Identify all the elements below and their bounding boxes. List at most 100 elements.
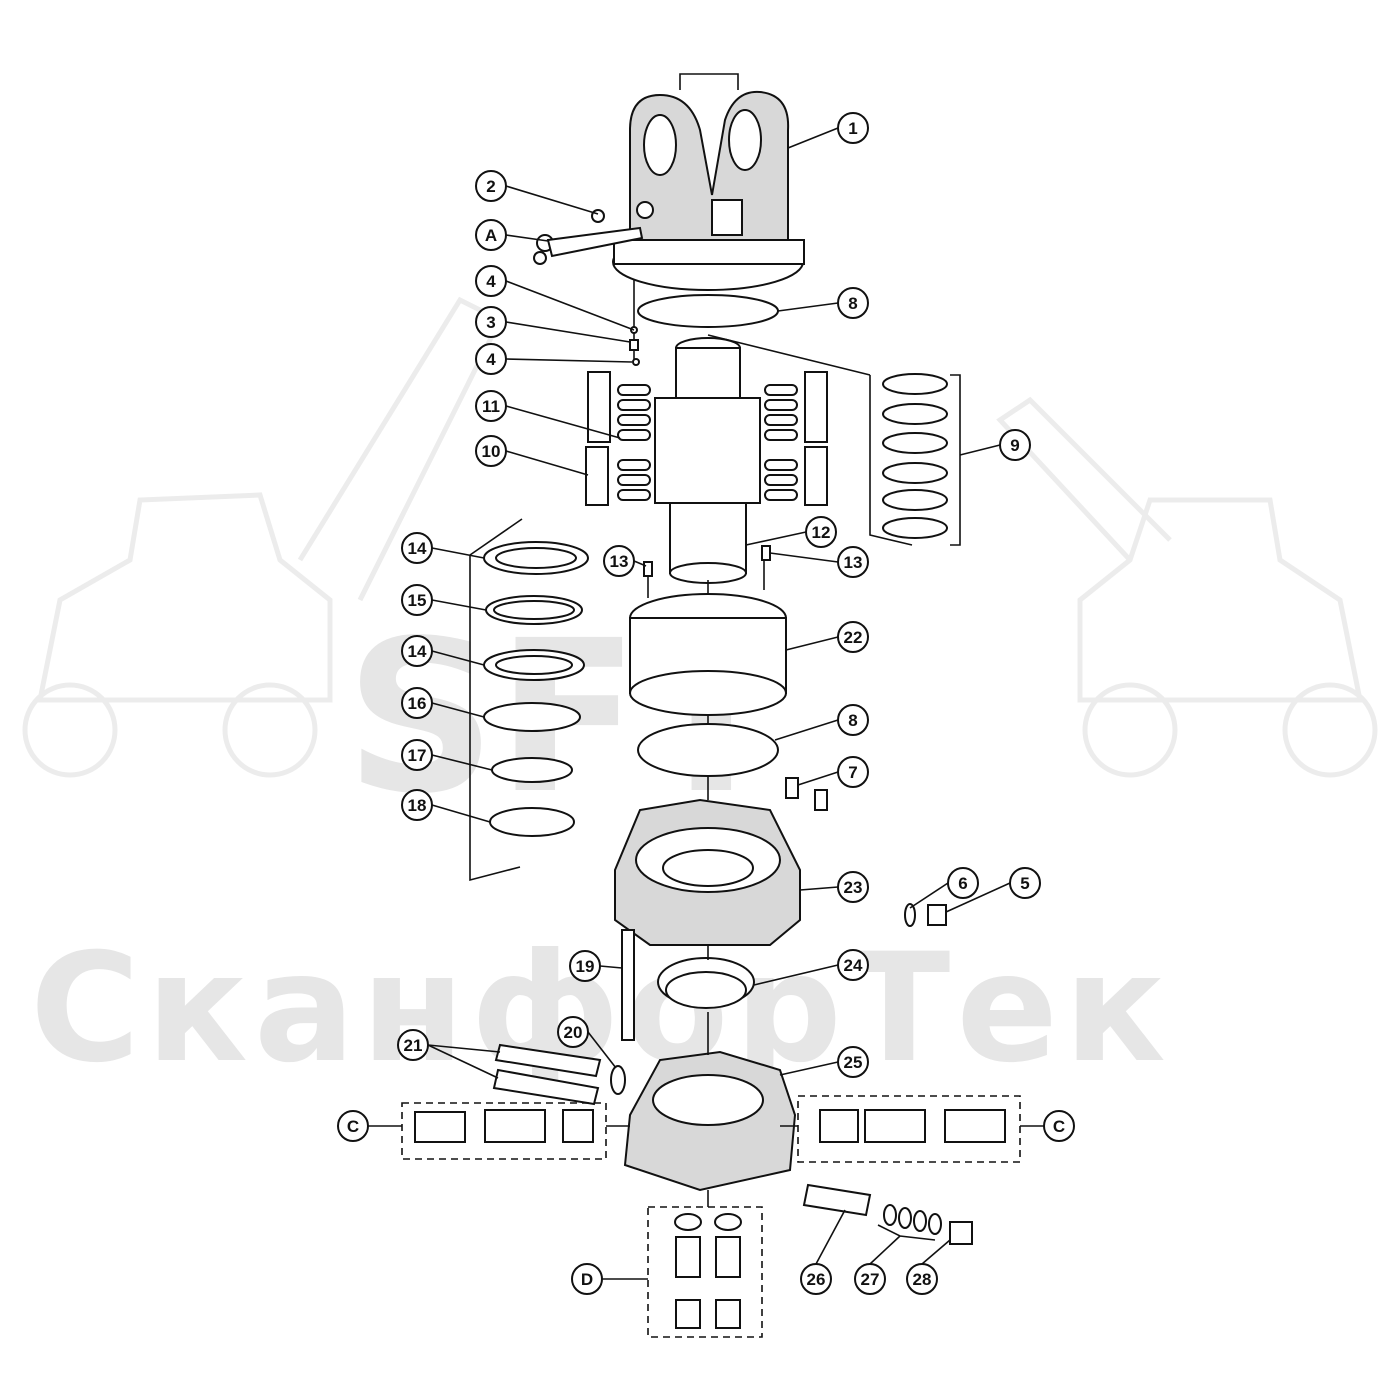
part-lower-housing [623, 1050, 797, 1192]
callout-22: 22 [837, 621, 869, 653]
part-rings-27 [883, 1204, 942, 1235]
svg-text:14: 14 [408, 539, 427, 558]
svg-text:28: 28 [913, 1270, 932, 1289]
callout-10: 10 [475, 435, 507, 467]
callout-26: 26 [800, 1263, 832, 1295]
part-group-c-right [780, 1095, 1021, 1163]
svg-text:19: 19 [576, 957, 595, 976]
svg-text:13: 13 [844, 553, 863, 572]
part-nut-28 [949, 1221, 973, 1245]
callout-15: 15 [401, 584, 433, 616]
callout-19: 19 [569, 950, 601, 982]
callout-a: A [475, 219, 507, 251]
svg-text:26: 26 [807, 1270, 826, 1289]
part-fitting-a [533, 209, 644, 265]
svg-text:8: 8 [848, 711, 857, 730]
watermark-text: СканфорТек [30, 922, 1172, 1096]
callout-24: 24 [837, 949, 869, 981]
callout-27: 27 [854, 1263, 886, 1295]
callout-9: 9 [999, 429, 1031, 461]
part-group-d [647, 1206, 763, 1338]
svg-text:C: C [347, 1117, 359, 1136]
callout-1: 1 [837, 112, 869, 144]
callout-25: 25 [837, 1046, 869, 1078]
part-washer-6 [904, 903, 916, 927]
svg-text:2: 2 [486, 177, 495, 196]
callout-2: 2 [475, 170, 507, 202]
part-plug-7b [814, 789, 828, 811]
callout-16: 16 [401, 687, 433, 719]
svg-text:22: 22 [844, 628, 863, 647]
svg-text:18: 18 [408, 796, 427, 815]
svg-text:21: 21 [404, 1036, 423, 1055]
callout-12: 12 [805, 516, 837, 548]
callout-14-lower: 14 [401, 635, 433, 667]
callout-28: 28 [906, 1263, 938, 1295]
svg-text:1: 1 [848, 119, 857, 138]
callout-8-lower: 8 [837, 704, 869, 736]
svg-text:17: 17 [408, 746, 427, 765]
svg-text:C: C [1053, 1117, 1065, 1136]
svg-text:10: 10 [482, 442, 501, 461]
callout-13-left: 13 [603, 545, 635, 577]
svg-text:7: 7 [848, 763, 857, 782]
svg-text:5: 5 [1020, 874, 1029, 893]
callout-18: 18 [401, 789, 433, 821]
part-bearing-ring [657, 957, 755, 1009]
svg-text:4: 4 [486, 272, 496, 291]
svg-text:9: 9 [1010, 436, 1019, 455]
svg-text:13: 13 [610, 552, 629, 571]
callout-14-upper: 14 [401, 532, 433, 564]
leader-lines [368, 127, 1044, 1280]
svg-text:D: D [581, 1270, 593, 1289]
callout-20: 20 [557, 1016, 589, 1048]
callout-4-lower: 4 [475, 343, 507, 375]
svg-text:14: 14 [408, 642, 427, 661]
callout-5: 5 [1009, 867, 1041, 899]
part-plug-7a [785, 777, 799, 799]
svg-text:11: 11 [482, 397, 500, 416]
part-oring-top [637, 294, 779, 328]
part-pin-left [643, 561, 653, 577]
callout-4-upper: 4 [475, 265, 507, 297]
svg-text:25: 25 [844, 1053, 863, 1072]
part-group-c-left [401, 1102, 630, 1160]
part-tube-26 [802, 1183, 872, 1217]
part-bolts-21 [492, 1043, 626, 1106]
svg-text:8: 8 [848, 294, 857, 313]
part-springs-left [585, 371, 651, 506]
callout-21: 21 [397, 1029, 429, 1061]
watermark-machines [22, 296, 1378, 778]
callout-23: 23 [837, 871, 869, 903]
part-top-bracket [612, 73, 805, 291]
part-pin-right [761, 545, 771, 561]
svg-text:4: 4 [486, 350, 496, 369]
part-bolt-19 [621, 929, 635, 1041]
callout-c-right: C [1043, 1110, 1075, 1142]
part-center-shaft [654, 337, 761, 584]
svg-text:A: A [485, 226, 497, 245]
part-housing [614, 798, 801, 946]
callout-8-upper: 8 [837, 287, 869, 319]
callout-13-right: 13 [837, 546, 869, 578]
svg-text:6: 6 [958, 874, 967, 893]
svg-text:23: 23 [844, 878, 863, 897]
callout-c-left: C [337, 1110, 369, 1142]
callout-6: 6 [947, 867, 979, 899]
callout-3: 3 [475, 306, 507, 338]
part-springs-right [764, 371, 828, 506]
part-oring-lower [637, 723, 779, 777]
svg-text:24: 24 [844, 956, 863, 975]
svg-text:20: 20 [564, 1023, 583, 1042]
svg-text:15: 15 [408, 591, 427, 610]
part-ring-gear [629, 593, 787, 716]
small-balls [629, 280, 640, 366]
svg-text:27: 27 [861, 1270, 880, 1289]
part-seal-rings [707, 334, 1001, 546]
callout-7: 7 [837, 756, 869, 788]
part-rings-left [469, 518, 589, 882]
callout-11: 11 [475, 390, 507, 422]
part-plug-5 [927, 904, 947, 926]
svg-text:3: 3 [486, 313, 495, 332]
